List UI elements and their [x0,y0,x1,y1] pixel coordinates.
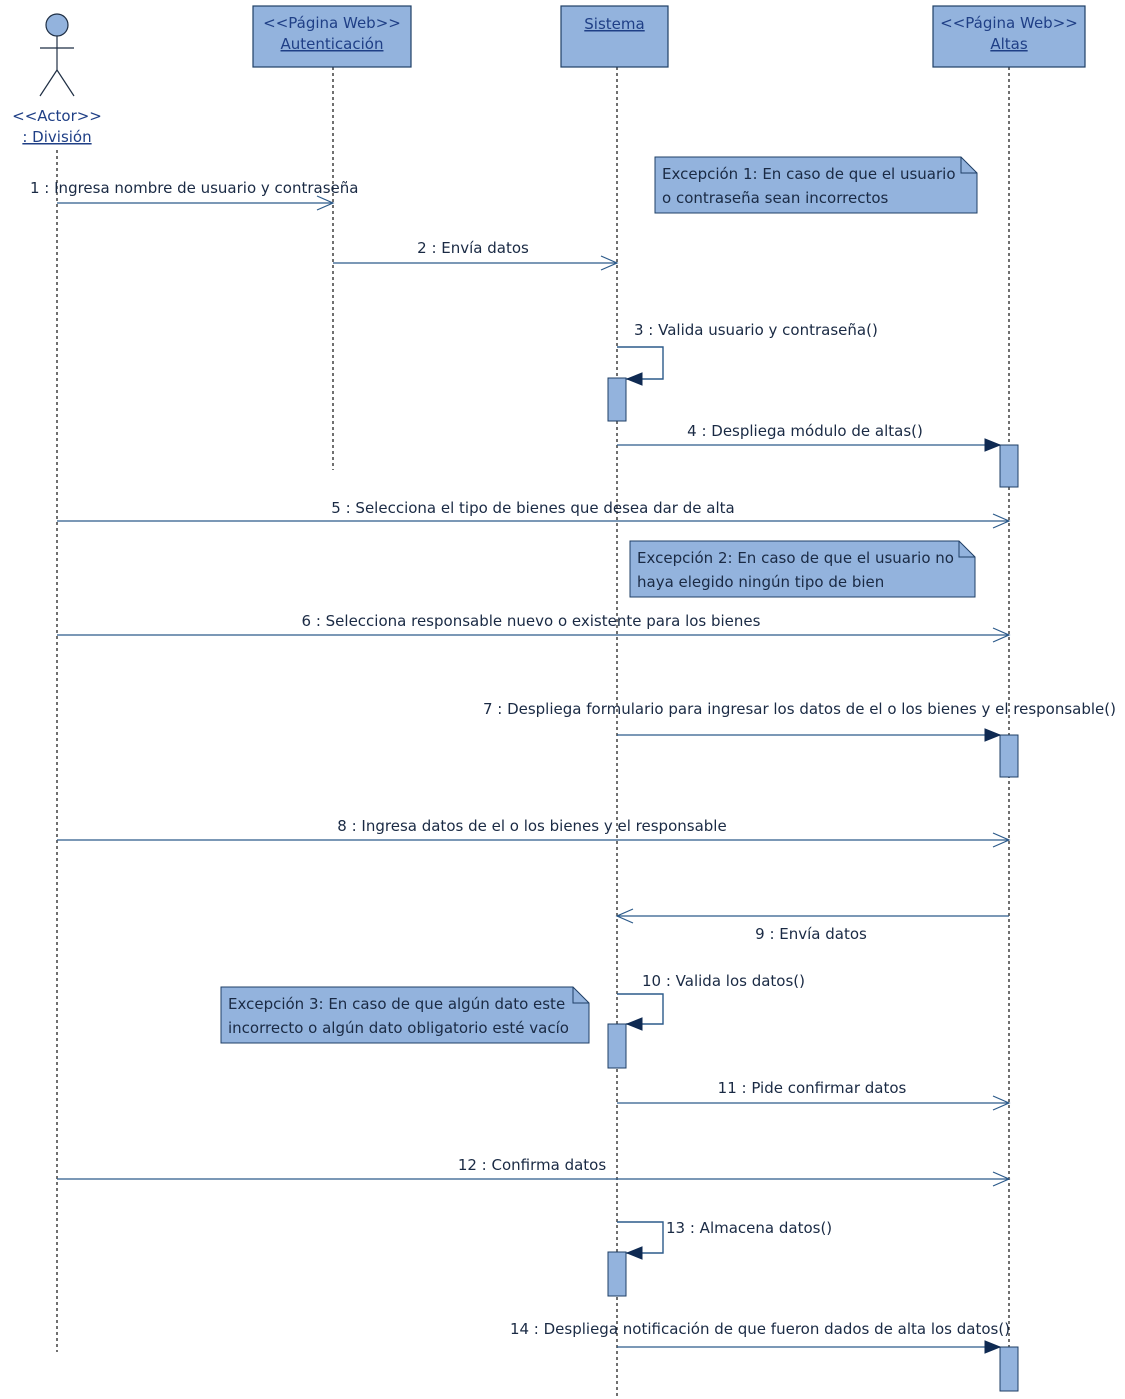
message-arrowhead-12 [992,1171,1011,1187]
actor-icon [45,13,69,37]
message-arrowhead-5 [992,513,1011,529]
lifeline-head-auth [252,5,412,68]
lifeline-stereotype-auth: <<Página Web>> [263,14,401,32]
message-label-10: 10 : Valida los datos() [642,972,805,990]
message-label-6: 6 : Selecciona responsable nuevo o exist… [302,612,761,630]
activation-bar-1 [607,377,627,422]
message-arrowhead-1 [316,195,335,211]
message-arrowhead-9 [615,908,634,924]
actor-name: : División [22,128,91,146]
message-line-10 [617,993,664,1025]
message-arrowhead-6 [992,627,1011,643]
message-arrowhead-7 [984,728,1002,742]
message-label-2: 2 : Envía datos [417,239,529,257]
message-arrowhead-2 [600,255,619,271]
message-label-8: 8 : Ingresa datos de el o los bienes y e… [337,817,726,835]
note-fold-2 [958,541,975,558]
activation-bar-4 [607,1023,627,1069]
lifeline-name-sistema: Sistema [584,15,644,33]
note-fold-3 [572,987,589,1004]
lifeline-stereotype-altas: <<Página Web>> [940,14,1078,32]
note-text-1-1: Excepción 1: En caso de que el usuario [662,165,956,183]
message-label-7: 7 : Despliega formulario para ingresar l… [483,700,1116,718]
actor-stereotype: <<Actor>> [12,107,102,125]
actor-leg-left [39,69,58,97]
message-line-3 [617,346,664,380]
message-arrowhead-8 [992,832,1011,848]
message-label-12: 12 : Confirma datos [458,1156,607,1174]
lifeline-head-sistema [560,5,669,68]
lifeline-name-auth: Autenticación [281,35,384,53]
exception-note-2 [629,540,976,598]
message-arrowhead-14 [984,1340,1002,1354]
message-arrowhead-11 [992,1095,1011,1111]
actor-leg-right [56,69,75,97]
message-label-5: 5 : Selecciona el tipo de bienes que des… [331,499,734,517]
note-text-2-2: haya elegido ningún tipo de bien [637,573,884,591]
message-arrowhead-3 [625,372,643,386]
activation-bar-3 [999,734,1019,778]
message-arrowhead-10 [625,1017,643,1031]
message-label-14: 14 : Despliega notificación de que fuero… [510,1320,1010,1338]
message-label-9: 9 : Envía datos [755,925,867,943]
message-arrowhead-4 [984,438,1002,452]
activation-bar-2 [999,444,1019,488]
lifeline-head-altas [932,5,1086,68]
message-line-13 [617,1221,664,1254]
message-label-4: 4 : Despliega módulo de altas() [687,422,923,440]
note-text-1-2: o contraseña sean incorrectos [662,189,889,207]
exception-note-1 [654,156,978,214]
note-fold-1 [960,157,977,174]
message-label-1: 1 : Ingresa nombre de usuario y contrase… [30,179,358,197]
exception-note-3 [220,986,590,1044]
message-arrowhead-13 [625,1246,643,1260]
activation-bar-5 [607,1251,627,1297]
note-text-3-2: incorrecto o algún dato obligatorio esté… [228,1019,569,1037]
message-label-13: 13 : Almacena datos() [666,1219,832,1237]
activation-bar-6 [999,1346,1019,1392]
note-text-2-1: Excepción 2: En caso de que el usuario n… [637,549,954,567]
message-label-11: 11 : Pide confirmar datos [718,1079,907,1097]
message-label-3: 3 : Valida usuario y contraseña() [634,321,878,339]
note-text-3-1: Excepción 3: En caso de que algún dato e… [228,995,565,1013]
lifeline-name-altas: Altas [990,35,1028,53]
